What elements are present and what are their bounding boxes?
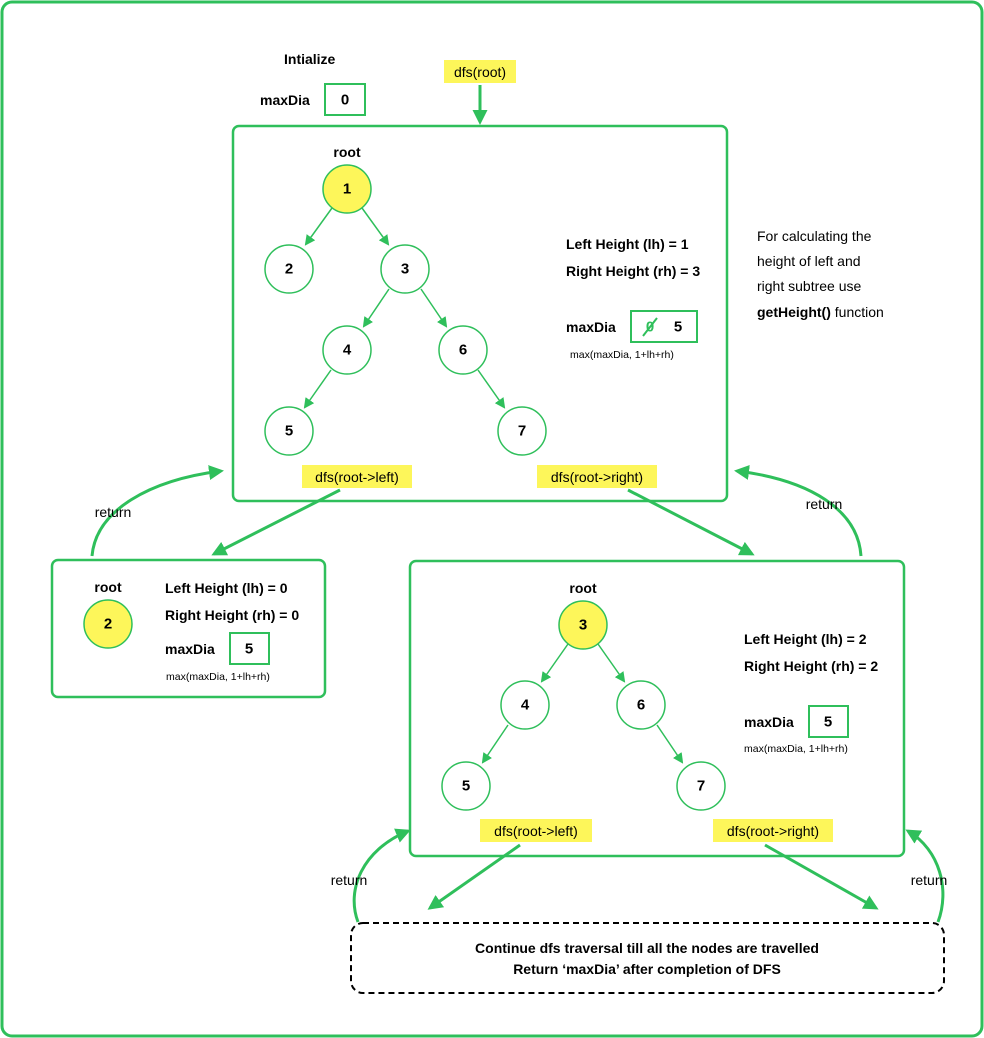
right-maxdia-value: 5 — [824, 714, 832, 731]
init-maxdia-label: maxDia — [260, 92, 310, 108]
top-tree-edges — [303, 207, 506, 409]
right-maxdia-box — [808, 705, 849, 738]
right-call-right: dfs(root->right) — [727, 823, 819, 839]
top-node-3-label: 3 — [401, 261, 409, 278]
return-label-left: return — [95, 504, 132, 520]
top-node-5-label: 5 — [285, 423, 293, 440]
top-node-4 — [322, 325, 372, 375]
top-maxdia-box — [630, 310, 698, 343]
top-node-4-label: 4 — [343, 342, 352, 359]
right-node-5-label: 5 — [462, 778, 470, 795]
right-node-5 — [441, 761, 491, 811]
note-line-4-rest: function — [831, 304, 884, 320]
right-call-right-bg — [713, 819, 833, 842]
init-maxdia-box — [324, 83, 366, 116]
top-call-right: dfs(root->right) — [551, 469, 643, 485]
arrow-to-final-left — [427, 843, 521, 910]
right-node-3-label: 3 — [579, 617, 587, 634]
right-box — [408, 559, 906, 858]
top-maxdia-value: 5 — [674, 319, 682, 336]
arrow-to-left-box — [211, 488, 341, 556]
top-maxdia-label: maxDia — [566, 319, 616, 335]
top-node-2-label: 2 — [285, 261, 293, 278]
right-maxdia-label: maxDia — [744, 714, 794, 730]
return-label-right: return — [806, 496, 843, 512]
left-box — [50, 558, 327, 699]
note-line-1: For calculating the — [757, 228, 872, 244]
top-root-label: root — [333, 144, 361, 160]
right-tree-edges — [481, 643, 684, 764]
note-line-4: getHeight() function — [757, 304, 884, 320]
left-maxdia-label: maxDia — [165, 641, 215, 657]
left-formula: max(maxDia, 1+lh+rh) — [166, 671, 270, 683]
top-node-6-label: 6 — [459, 342, 467, 359]
call-dfs-root-bg — [444, 60, 516, 83]
right-node-6-label: 6 — [637, 697, 645, 714]
top-node-6 — [438, 325, 488, 375]
right-node-6 — [616, 680, 666, 730]
return-arrow-bottom-left — [352, 828, 411, 923]
left-node-2-label: 2 — [104, 616, 112, 633]
right-left-height: Left Height (lh) = 2 — [744, 631, 867, 647]
left-right-height: Right Height (rh) = 0 — [165, 607, 299, 623]
top-call-left: dfs(root->left) — [315, 469, 399, 485]
return-arrow-right — [734, 465, 863, 557]
top-formula: max(maxDia, 1+lh+rh) — [570, 349, 674, 361]
arrow-to-right-box — [627, 488, 755, 556]
right-call-left: dfs(root->left) — [494, 823, 578, 839]
right-node-7-label: 7 — [697, 778, 705, 795]
final-line-2: Return ‘maxDia’ after completion of DFS — [513, 961, 781, 977]
right-call-left-bg — [480, 819, 592, 842]
left-node-2 — [83, 599, 133, 649]
top-call-right-bg — [537, 465, 657, 488]
right-node-4 — [500, 680, 550, 730]
left-root-label: root — [94, 579, 122, 595]
top-call-left-bg — [302, 465, 412, 488]
return-label-bottom-right: return — [911, 872, 948, 888]
init-maxdia-value: 0 — [341, 92, 349, 109]
note-line-3: right subtree use — [757, 278, 861, 294]
init-heading: Intialize — [284, 51, 336, 67]
top-node-7 — [497, 406, 547, 456]
top-node-1-label: 1 — [343, 181, 351, 198]
return-arrow-bottom-right — [905, 829, 945, 923]
right-root-label: root — [569, 580, 597, 596]
left-left-height: Left Height (lh) = 0 — [165, 580, 288, 596]
right-node-7 — [676, 761, 726, 811]
top-node-7-label: 7 — [518, 423, 526, 440]
final-box — [350, 922, 945, 994]
left-maxdia-value: 5 — [245, 641, 253, 658]
arrow-to-final-right — [764, 843, 879, 910]
final-line-1: Continue dfs traversal till all the node… — [475, 940, 819, 956]
top-node-3 — [380, 244, 430, 294]
right-node-4-label: 4 — [521, 697, 530, 714]
top-box — [231, 124, 729, 503]
right-formula: max(maxDia, 1+lh+rh) — [744, 743, 848, 755]
call-dfs-root: dfs(root) — [454, 64, 506, 80]
top-node-1 — [322, 164, 372, 214]
top-left-height: Left Height (lh) = 1 — [566, 236, 689, 252]
note-func: getHeight() — [757, 304, 831, 320]
return-arrow-left — [90, 465, 224, 557]
note-line-2: height of left and — [757, 253, 861, 269]
top-node-2 — [264, 244, 314, 294]
right-right-height: Right Height (rh) = 2 — [744, 658, 878, 674]
top-right-height: Right Height (rh) = 3 — [566, 263, 700, 279]
return-label-bottom-left: return — [331, 872, 368, 888]
strike-icon — [642, 317, 658, 337]
left-maxdia-box — [229, 632, 270, 665]
top-node-5 — [264, 406, 314, 456]
right-node-3 — [558, 600, 608, 650]
